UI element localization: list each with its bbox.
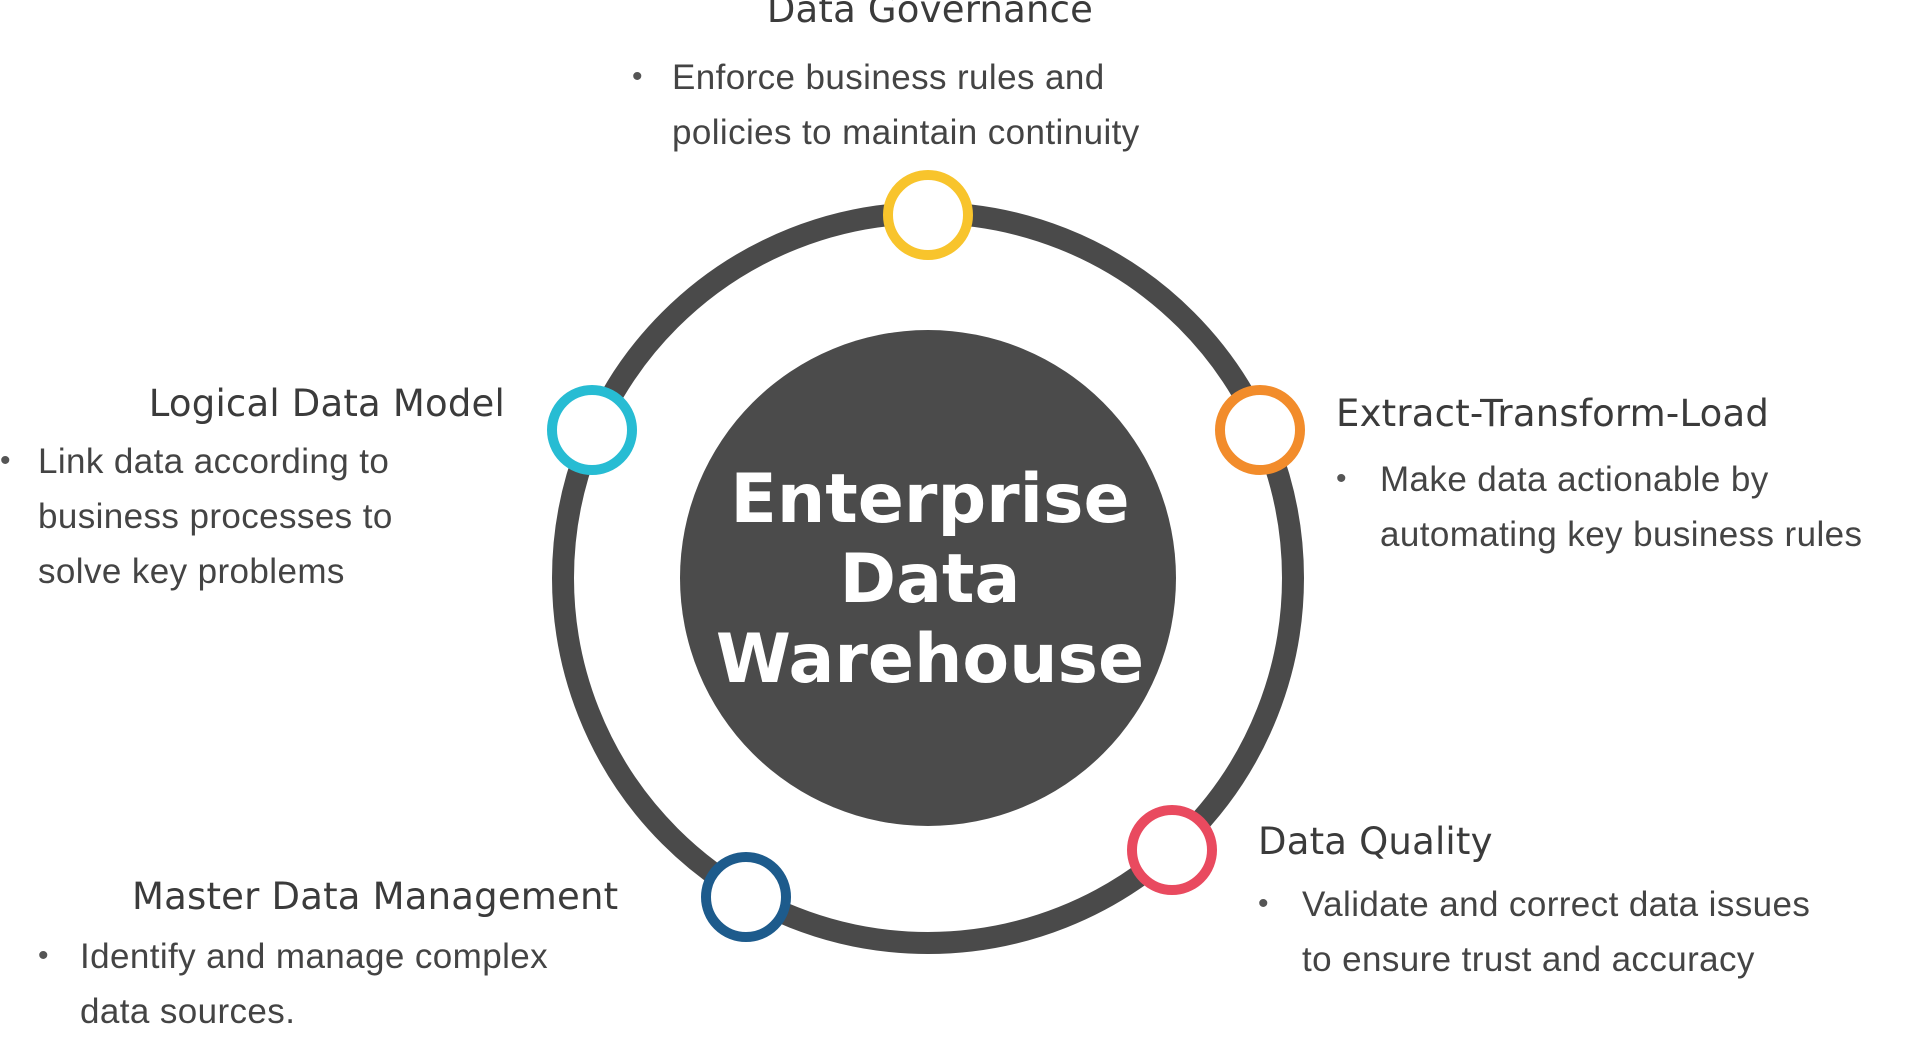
data-quality-line-1: Validate and correct data issues — [1302, 885, 1811, 924]
mdm-line-2: data sources. — [80, 992, 296, 1031]
governance-block: Data Governance — [630, 0, 1230, 32]
governance-node-icon[interactable] — [883, 170, 973, 260]
etl-title: Extract-Transform-Load — [1336, 392, 1770, 435]
center-line-2: Data — [839, 540, 1021, 619]
ldm-line-2: business processes to — [38, 497, 393, 536]
governance-line-1: Enforce business rules and — [672, 58, 1105, 97]
data-quality-block: Data Quality — [1258, 820, 1858, 864]
ldm-title: Logical Data Model — [148, 382, 505, 425]
bullet-dot-icon: • — [1336, 462, 1347, 495]
ldm-node-icon[interactable] — [547, 385, 637, 475]
center-line-1: Enterprise — [730, 460, 1130, 539]
governance-description: • Enforce business rules and policies to… — [632, 50, 1226, 160]
governance-title: Data Governance — [766, 0, 1094, 31]
governance-line-2: policies to maintain continuity — [672, 113, 1140, 152]
bullet-dot-icon: • — [1258, 887, 1269, 920]
center-hub-label: Enterprise Data Warehouse — [680, 460, 1180, 700]
center-line-3: Warehouse — [715, 620, 1145, 699]
bullet-dot-icon: • — [0, 444, 11, 477]
etl-line-1: Make data actionable by — [1380, 460, 1769, 499]
data-quality-line-2: to ensure trust and accuracy — [1302, 940, 1755, 979]
mdm-title: Master Data Management — [132, 875, 619, 918]
bullet-dot-icon: • — [632, 60, 643, 93]
mdm-line-1: Identify and manage complex — [80, 937, 549, 976]
mdm-description: • Identify and manage complex data sourc… — [38, 929, 632, 1039]
mdm-block: Master Data Management — [132, 875, 632, 919]
bullet-dot-icon: • — [38, 939, 49, 972]
etl-description: • Make data actionable by automating key… — [1336, 452, 1906, 562]
mdm-node-icon[interactable] — [701, 852, 791, 942]
etl-node-icon[interactable] — [1215, 385, 1305, 475]
ldm-line-3: solve key problems — [38, 552, 345, 591]
center-hub-circle — [680, 330, 1176, 826]
ldm-block: Logical Data Model — [0, 382, 505, 426]
etl-line-2: automating key business rules — [1380, 515, 1863, 554]
data-quality-description: • Validate and correct data issues to en… — [1258, 877, 1858, 987]
data-quality-node-icon[interactable] — [1127, 805, 1217, 895]
data-quality-title: Data Quality — [1258, 820, 1493, 863]
etl-block: Extract-Transform-Load — [1336, 392, 1906, 436]
ldm-line-1: Link data according to — [38, 442, 390, 481]
ldm-description: • Link data according to business proces… — [0, 434, 505, 599]
